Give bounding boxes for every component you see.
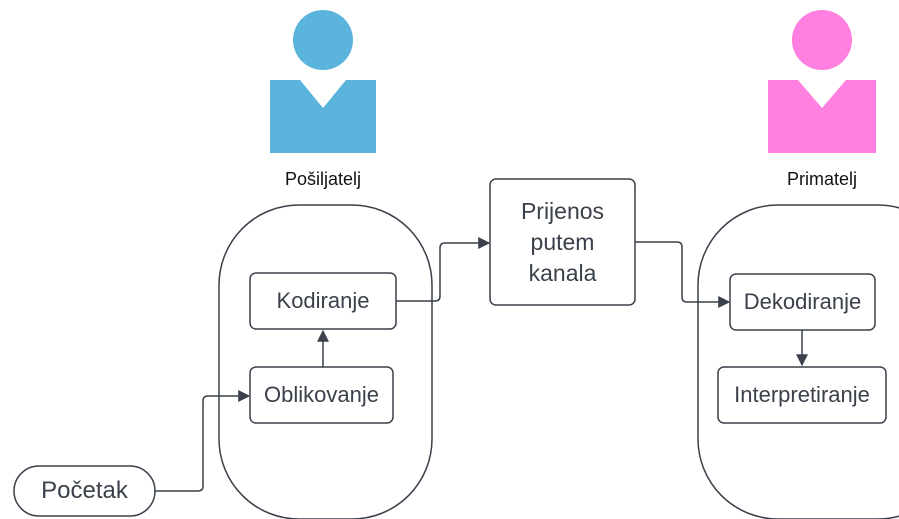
- box-interpretiranje: [717, 366, 887, 424]
- sender-label: Pošiljatelj: [284, 168, 362, 189]
- prijenos-line2: putem: [530, 228, 595, 255]
- kodiranje-label: Kodiranje: [276, 288, 370, 313]
- receiver-container: [697, 204, 899, 519]
- prijenos-line1: Prijenos: [520, 197, 605, 224]
- dekodiranje-label: Dekodiranje: [743, 289, 862, 314]
- sender-person-icon: [270, 10, 376, 153]
- prijenos-label: Prijenos putem kanala: [490, 179, 635, 305]
- receiver-person-icon: [768, 10, 876, 153]
- arrow-prijenos-to-dekodiranje: [635, 241, 731, 308]
- sender-container: [218, 204, 433, 519]
- pocetak-label: Početak: [41, 477, 128, 504]
- receiver-label: Primatelj: [786, 168, 857, 189]
- interpretiranje-label: Interpretiranje: [734, 382, 870, 407]
- arrow-start-to-oblikovanje: [155, 390, 251, 492]
- arrow-kodiranje-to-prijenos: [396, 237, 491, 302]
- oblikovanje-label: Oblikovanje: [264, 382, 379, 407]
- prijenos-line3: kanala: [528, 259, 597, 286]
